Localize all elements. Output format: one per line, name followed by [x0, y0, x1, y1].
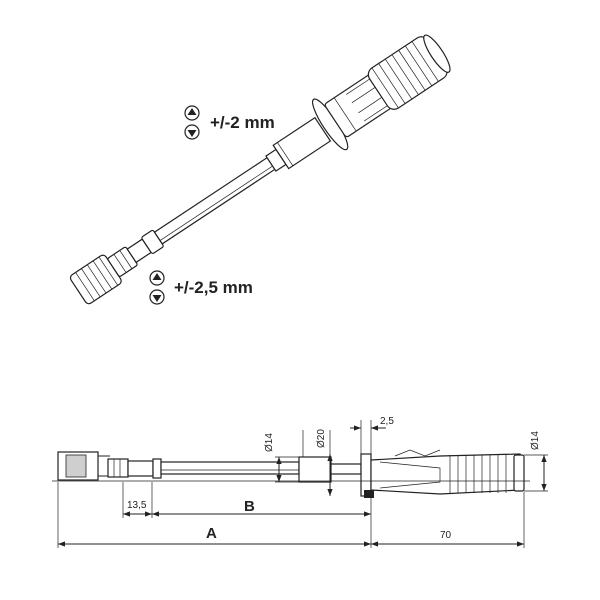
dim-70-label: 70 [440, 530, 452, 541]
dim-2-5-label: 2,5 [380, 416, 394, 427]
plug-collar [360, 453, 372, 497]
adjust-top-group: +/-2 mm [184, 105, 275, 140]
dim-d14-right-label: Ø14 [530, 431, 541, 450]
isometric-plug-view: +/-2 mm +/-2,5 mm [69, 34, 451, 305]
dim-d20-label: Ø20 [316, 429, 327, 448]
dim-a-label: A [206, 525, 217, 542]
arrow-down-circle-icon [149, 289, 165, 305]
plug-shaft [69, 34, 451, 305]
arrow-down-circle-icon [184, 124, 200, 140]
adjust-bottom-group: +/-2,5 mm [149, 270, 253, 305]
dim-b-label: B [244, 498, 255, 515]
adjust-top-text: +/-2 mm [210, 113, 275, 132]
adjust-bottom-text: +/-2,5 mm [174, 278, 253, 297]
dim-13-5-label: 13,5 [127, 500, 147, 511]
arrow-up-circle-icon [149, 270, 165, 286]
plug-rod [160, 461, 300, 475]
plug-sleeve [298, 456, 332, 483]
arrow-up-circle-icon [184, 105, 200, 121]
dim-d14-left-label: Ø14 [264, 433, 275, 452]
side-view-drawing: A 70 B 13,5 Ø14 Ø20 2,5 Ø14 [52, 416, 548, 548]
